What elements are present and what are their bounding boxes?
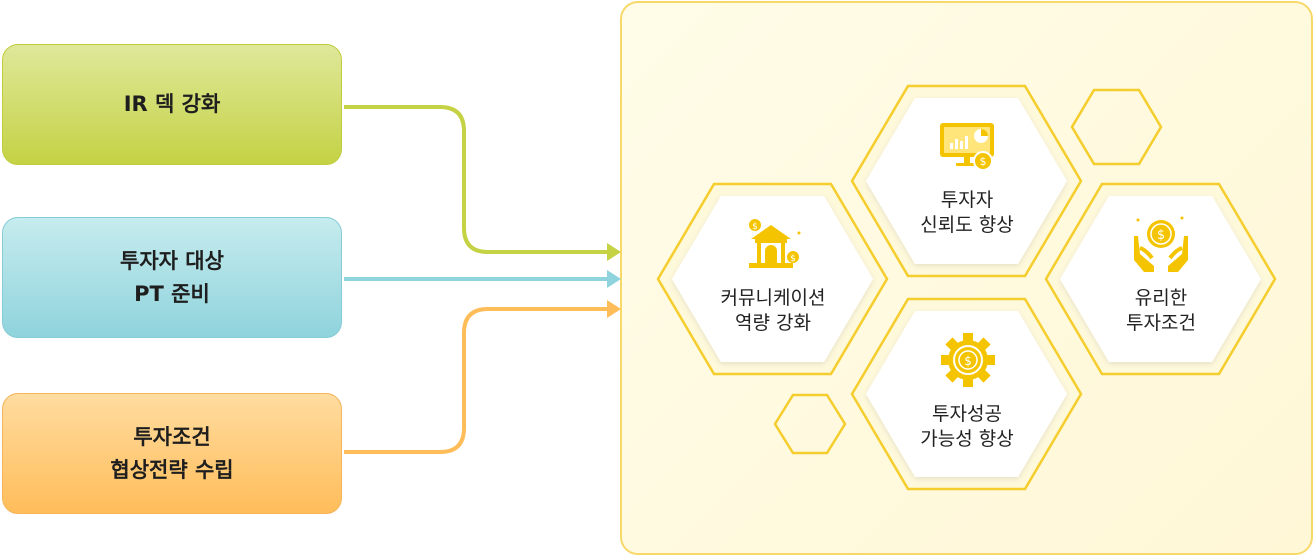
money-house-icon: $ $ [749,219,801,268]
chart-monitor-icon: $ [940,123,994,171]
hands-coin-icon: $ [1134,216,1188,272]
investor-pt-label-line1: 투자자 대상 [120,248,224,273]
investor-pt-box: 투자자 대상 PT 준비 [2,217,342,338]
connector-orange [344,307,607,454]
svg-text:$: $ [790,254,796,264]
svg-text:$: $ [1157,228,1165,243]
arrowhead-orange [607,300,621,318]
investor-pt-label-line2: PT 준비 [134,281,210,306]
connector-green [344,105,607,254]
svg-text:$: $ [980,155,987,168]
arrowhead-cyan [607,270,621,288]
negotiation-strategy-box: 투자조건 협상전략 수립 [2,393,342,514]
small-hexagon-top [1070,88,1163,166]
small-hexagon-bottom [773,393,847,455]
investor-trust-label: 투자자 신뢰도 향상 [920,189,1014,236]
negotiation-label-line2: 협상전략 수립 [110,457,234,482]
svg-text:$: $ [752,222,758,232]
negotiation-label-line1: 투자조건 [133,424,211,449]
dollar-gear-icon: $ [941,333,995,387]
success-probability-label: 투자성공 가능성 향상 [920,403,1014,450]
favorable-terms-label: 유리한 투자조건 [1126,287,1196,334]
svg-text:$: $ [964,354,972,368]
communication-label: 커뮤니케이션 역량 강화 [720,287,826,334]
arrowhead-green [607,243,621,261]
ir-deck-label: IR 덱 강화 [123,92,221,116]
ir-deck-box: IR 덱 강화 [2,44,342,165]
